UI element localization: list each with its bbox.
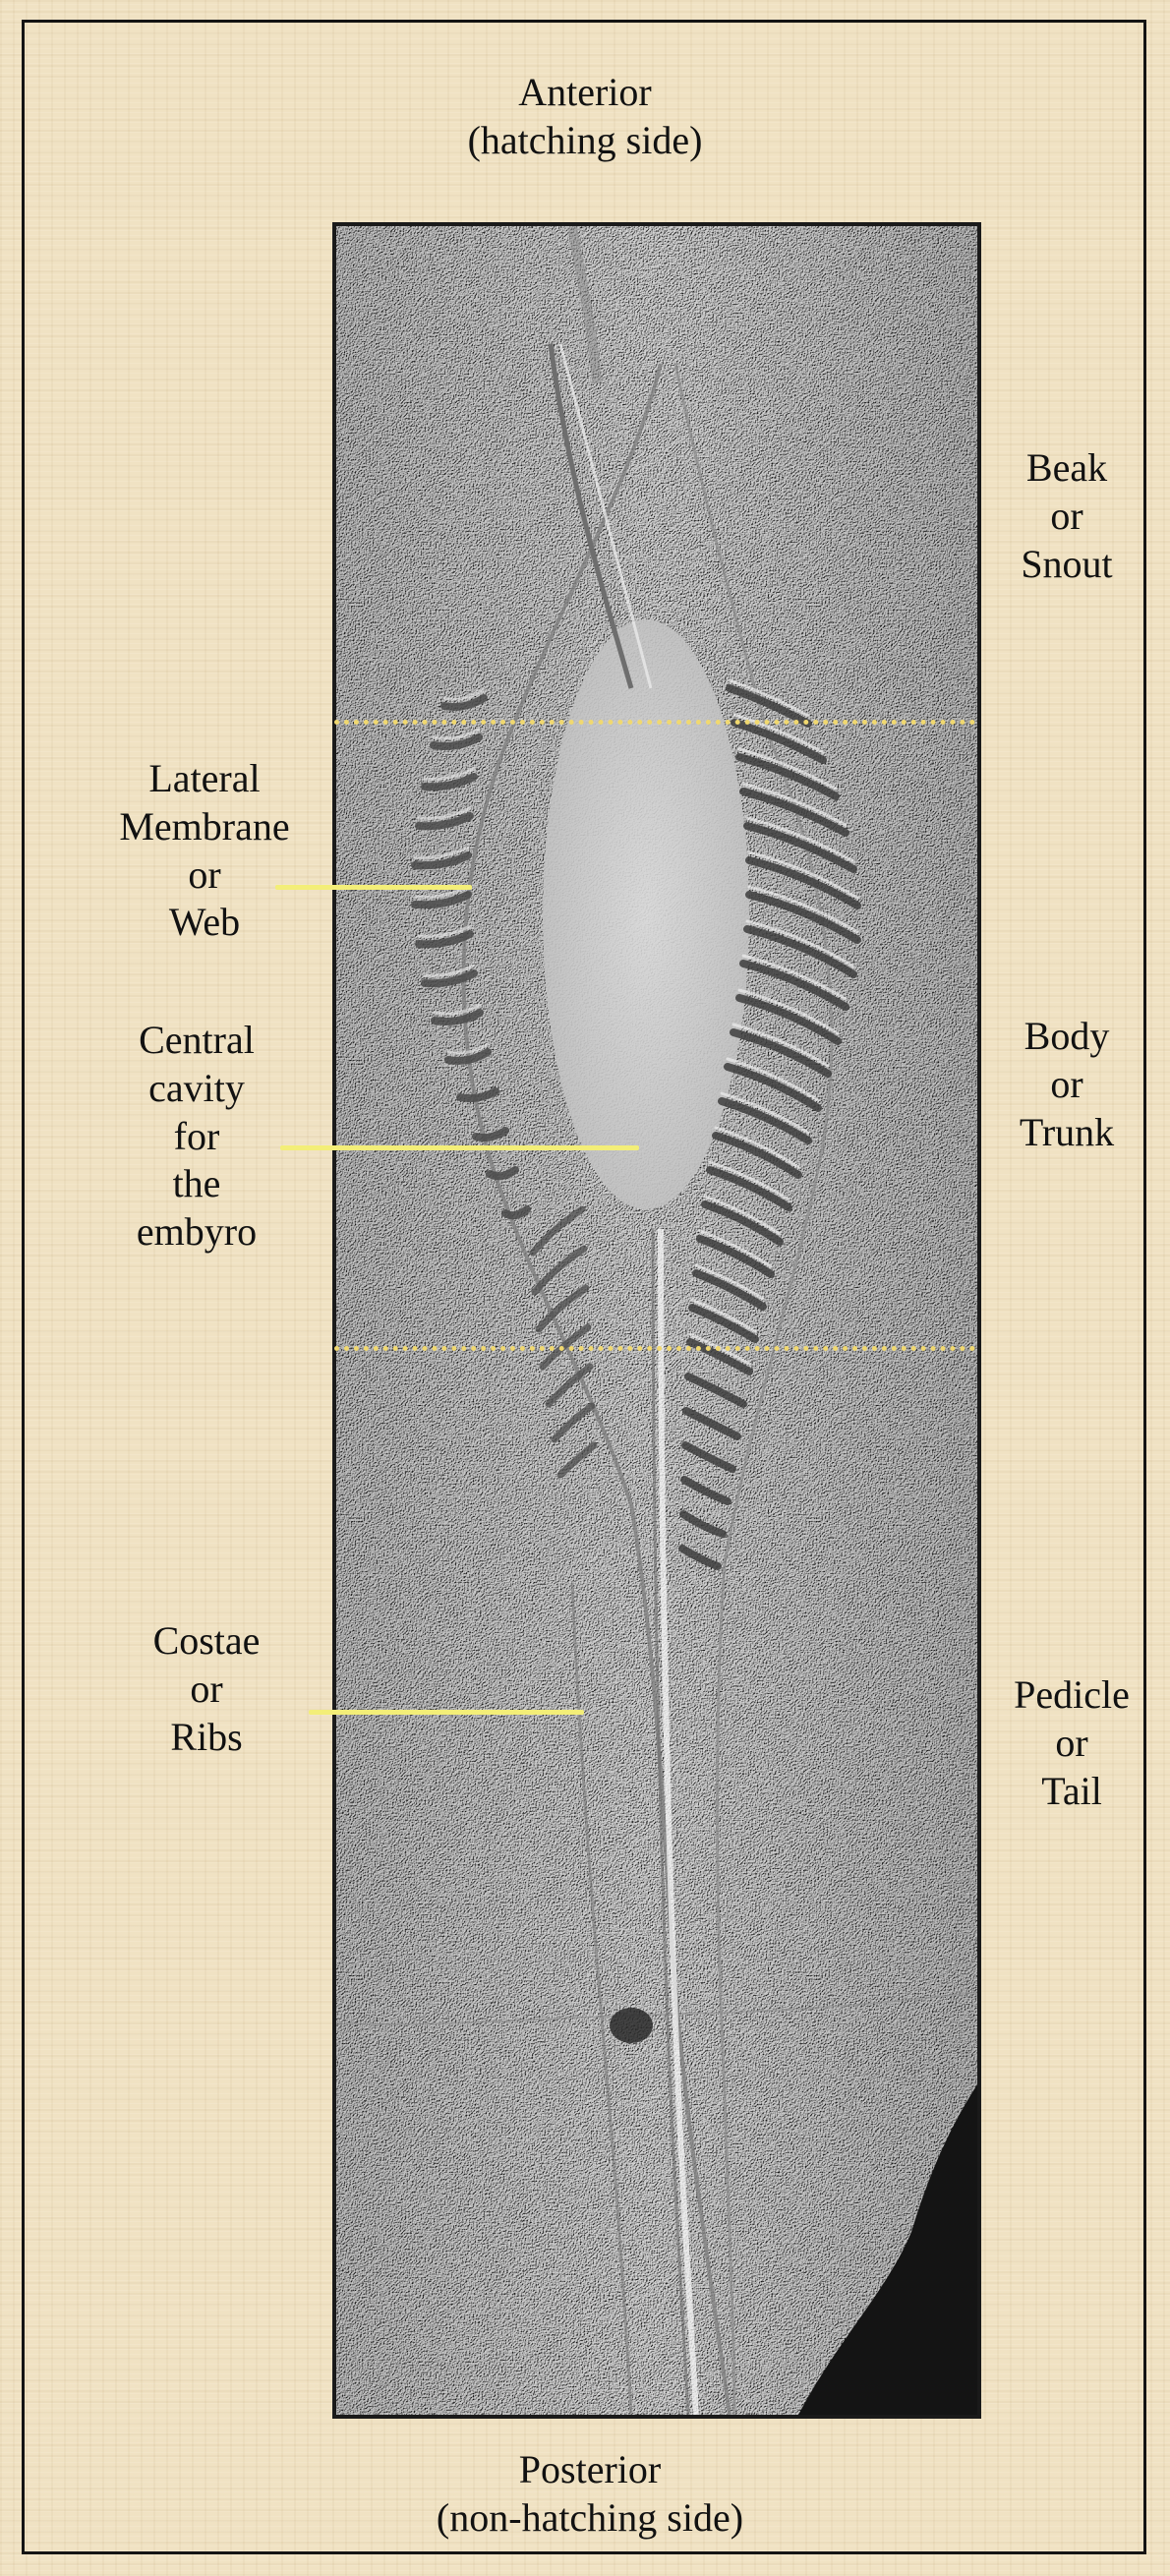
lateral-membrane-label-line1: Lateral bbox=[106, 755, 303, 803]
costae-label-line2: or bbox=[128, 1666, 285, 1714]
stone-shade bbox=[336, 226, 977, 2415]
beak-body-divider bbox=[334, 720, 975, 725]
fossil-photo bbox=[332, 222, 981, 2419]
posterior-label-line2: (non-hatching side) bbox=[413, 2494, 767, 2543]
beak-label-line1: Beak bbox=[993, 444, 1141, 493]
lateral-membrane-label-line3: or bbox=[106, 851, 303, 900]
pedicle-label: Pedicle or Tail bbox=[993, 1671, 1150, 1815]
lateral-membrane-label: Lateral Membrane or Web bbox=[106, 755, 303, 947]
costae-label-line3: Ribs bbox=[128, 1714, 285, 1762]
costae-label-line1: Costae bbox=[128, 1617, 285, 1666]
body-label-line2: or bbox=[993, 1061, 1141, 1109]
beak-label-line3: Snout bbox=[993, 541, 1141, 589]
tail-knot bbox=[610, 2008, 653, 2043]
beak-label-line2: or bbox=[993, 493, 1141, 541]
posterior-label-line1: Posterior bbox=[413, 2446, 767, 2494]
central-cavity-label-line2: cavity bbox=[98, 1065, 295, 1113]
central-cavity-label-line4: the bbox=[98, 1160, 295, 1208]
body-label: Body or Trunk bbox=[993, 1013, 1141, 1156]
lateral-membrane-label-line2: Membrane bbox=[106, 803, 303, 851]
pedicle-label-line3: Tail bbox=[993, 1768, 1150, 1816]
cavity-pointer-line bbox=[280, 1145, 639, 1150]
central-cavity-label-line5: embyro bbox=[98, 1208, 295, 1257]
fossil-illustration bbox=[336, 226, 977, 2415]
central-cavity-label-line1: Central bbox=[98, 1017, 295, 1065]
central-cavity-label-line3: for bbox=[98, 1113, 295, 1161]
lateral-membrane-label-line4: Web bbox=[106, 899, 303, 947]
anterior-label-line1: Anterior bbox=[438, 69, 732, 117]
pedicle-label-line2: or bbox=[993, 1720, 1150, 1768]
costae-pointer-line bbox=[309, 1710, 584, 1715]
anterior-label-line2: (hatching side) bbox=[438, 117, 732, 165]
costae-label: Costae or Ribs bbox=[128, 1617, 285, 1761]
body-label-line3: Trunk bbox=[993, 1109, 1141, 1157]
beak-label: Beak or Snout bbox=[993, 444, 1141, 588]
membrane-pointer-line bbox=[275, 885, 472, 890]
central-cavity bbox=[543, 619, 749, 1209]
central-cavity-label: Central cavity for the embyro bbox=[98, 1017, 295, 1257]
posterior-label: Posterior (non-hatching side) bbox=[413, 2446, 767, 2543]
body-label-line1: Body bbox=[993, 1013, 1141, 1061]
anterior-label: Anterior (hatching side) bbox=[438, 69, 732, 165]
body-tail-divider bbox=[334, 1346, 975, 1351]
pedicle-label-line1: Pedicle bbox=[993, 1671, 1150, 1720]
